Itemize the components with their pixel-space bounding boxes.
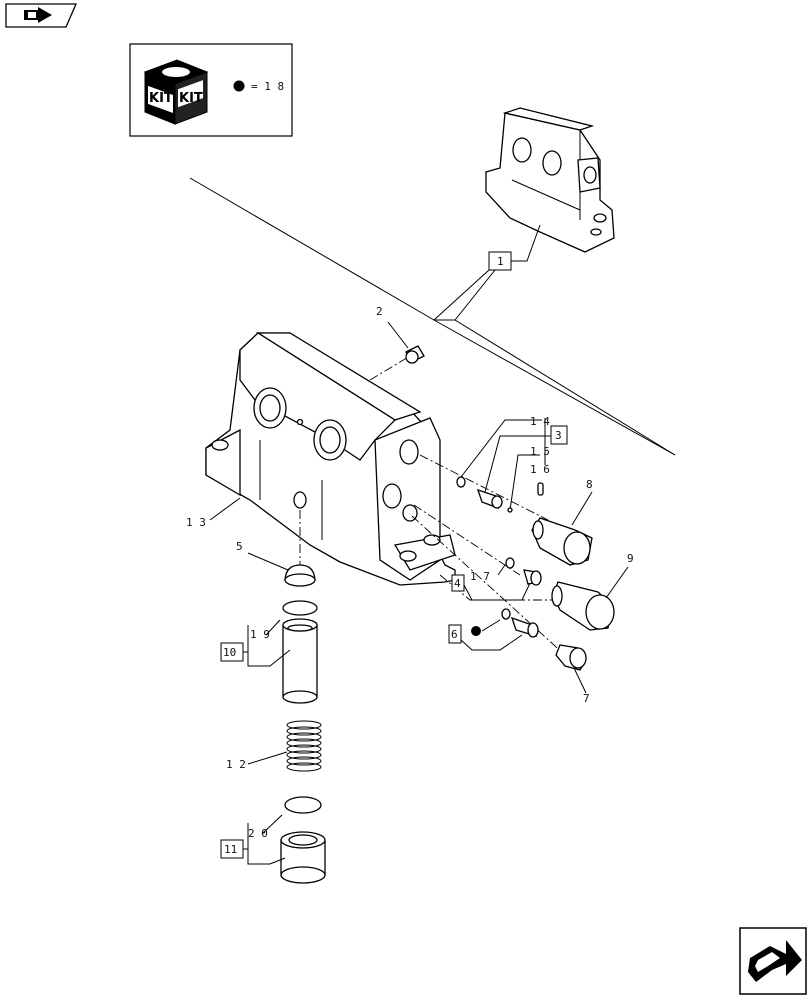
callout-10: 10 <box>223 646 236 659</box>
callout-4: 4 <box>454 577 461 590</box>
part-7-cap <box>555 644 587 671</box>
callout-16: 1 6 <box>530 463 550 476</box>
kit-dot-value: = 1 8 <box>251 80 284 93</box>
part-11-cap <box>280 831 326 884</box>
callout-19: 1 9 <box>250 628 270 641</box>
callout-box-6 <box>448 624 462 644</box>
part-6-oring <box>501 608 511 620</box>
callout-2: 2 <box>376 305 383 318</box>
callout-11: 11 <box>224 843 237 856</box>
part-9-plug <box>551 581 615 631</box>
part-6-kit-dot-icon <box>471 626 481 636</box>
previous-page-button[interactable] <box>5 3 77 28</box>
kit-box-icon: KIT KIT <box>143 59 209 125</box>
callout-5: 5 <box>236 540 243 553</box>
callout-8: 8 <box>586 478 593 491</box>
callout-box-3 <box>550 425 568 445</box>
part-4-fitting <box>523 569 542 586</box>
part-6-spool <box>510 616 539 638</box>
part-10-piston <box>282 618 318 704</box>
part-14-oring <box>456 476 466 488</box>
kit-dot-icon <box>233 80 245 92</box>
part-19-oring <box>282 600 318 616</box>
part-8-plug <box>531 517 593 566</box>
callout-14: 1 4 <box>530 415 550 428</box>
part-15-ball <box>507 507 513 513</box>
callout-7: 7 <box>583 692 590 705</box>
callout-17: 1 7 <box>470 570 490 583</box>
kit-label-right: KIT <box>179 91 203 106</box>
part-17-oring <box>505 557 515 569</box>
part-16-pin <box>537 482 544 496</box>
next-page-arrow-icon <box>748 940 802 982</box>
main-valve-housing <box>205 332 456 586</box>
callout-3: 3 <box>555 429 562 442</box>
assembled-valve-body <box>485 107 615 253</box>
callout-6: 6 <box>451 628 458 641</box>
callout-12: 1 2 <box>226 758 246 771</box>
kit-label-left: KIT <box>149 91 173 106</box>
part-12-spring <box>286 720 322 772</box>
frame-line-lower <box>454 319 676 456</box>
callout-20: 2 0 <box>248 827 268 840</box>
part-2-plug <box>405 345 425 364</box>
next-page-button[interactable] <box>739 927 807 995</box>
callout-9: 9 <box>627 552 634 565</box>
callout-box-4 <box>451 574 465 592</box>
callout-1: 1 <box>497 255 504 268</box>
part-20-oring <box>284 796 322 814</box>
callout-15: 1 5 <box>530 445 550 458</box>
callout-13: 1 3 <box>186 516 206 529</box>
part-3-spool <box>476 488 503 510</box>
previous-page-arrow-icon <box>24 7 52 23</box>
part-5-cap <box>284 564 316 587</box>
kit-legend-box: KIT KIT = 1 8 <box>129 43 293 137</box>
